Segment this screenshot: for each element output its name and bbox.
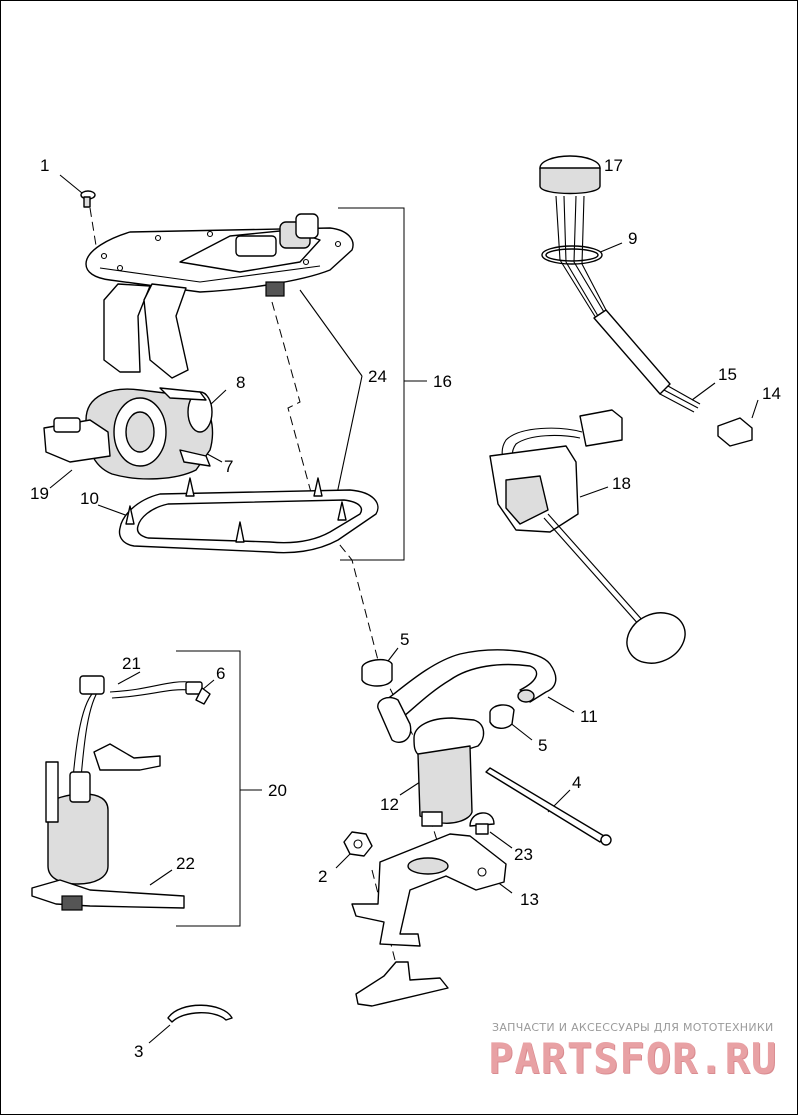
callout-11: 11	[580, 707, 598, 726]
hose-clamp-band	[167, 1004, 233, 1023]
cable-tie	[485, 767, 612, 846]
fuel-pump-module	[31, 675, 211, 911]
callout-12: 12	[380, 795, 399, 814]
callout-3: 3	[134, 1042, 144, 1061]
hose-clamps	[361, 658, 515, 729]
grommet	[469, 812, 495, 835]
screw-part	[80, 190, 96, 208]
callout-24: 24	[368, 367, 387, 386]
callout-22: 22	[176, 854, 195, 873]
fuel-gauge-assembly	[539, 155, 753, 447]
callout-6: 6	[216, 664, 226, 683]
callout-15: 15	[718, 365, 737, 384]
watermark-caption: ЗАПЧАСТИ И АКСЕССУАРЫ ДЛЯ МОТОТЕХНИКИ	[492, 1021, 774, 1034]
callout-7: 7	[224, 457, 234, 476]
callout-17: 17	[604, 156, 623, 175]
fuel-level-sender	[489, 409, 686, 664]
group-brackets	[176, 207, 427, 927]
callout-20: 20	[268, 781, 287, 800]
callout-1: 1	[40, 156, 50, 175]
callout-2: 2	[318, 867, 328, 886]
callout-21: 21	[122, 654, 141, 673]
gasket	[118, 477, 379, 554]
callout-14: 14	[762, 384, 781, 403]
lower-bracket	[355, 961, 449, 1007]
fuel-filter-canister	[413, 717, 485, 827]
watermark-brand-logo: PARTSFOR.RU	[488, 1034, 778, 1083]
pump-bracket	[103, 283, 189, 379]
nut	[343, 831, 373, 857]
callout-5-lower: 5	[538, 736, 548, 755]
callout-16: 16	[433, 372, 452, 391]
fuel-pump-top-plate	[85, 213, 354, 297]
callout-18: 18	[612, 474, 631, 493]
callout-13: 13	[520, 890, 539, 909]
fuel-pump-assembly	[43, 387, 214, 480]
callout-4: 4	[572, 773, 582, 792]
fuel-hose	[377, 649, 557, 743]
callout-5-upper: 5	[400, 630, 410, 649]
callout-8: 8	[236, 373, 246, 392]
mounting-bracket	[351, 833, 507, 947]
callout-23: 23	[514, 845, 533, 864]
callout-10: 10	[80, 489, 99, 508]
callout-19: 19	[30, 484, 49, 503]
callout-9: 9	[628, 229, 638, 248]
